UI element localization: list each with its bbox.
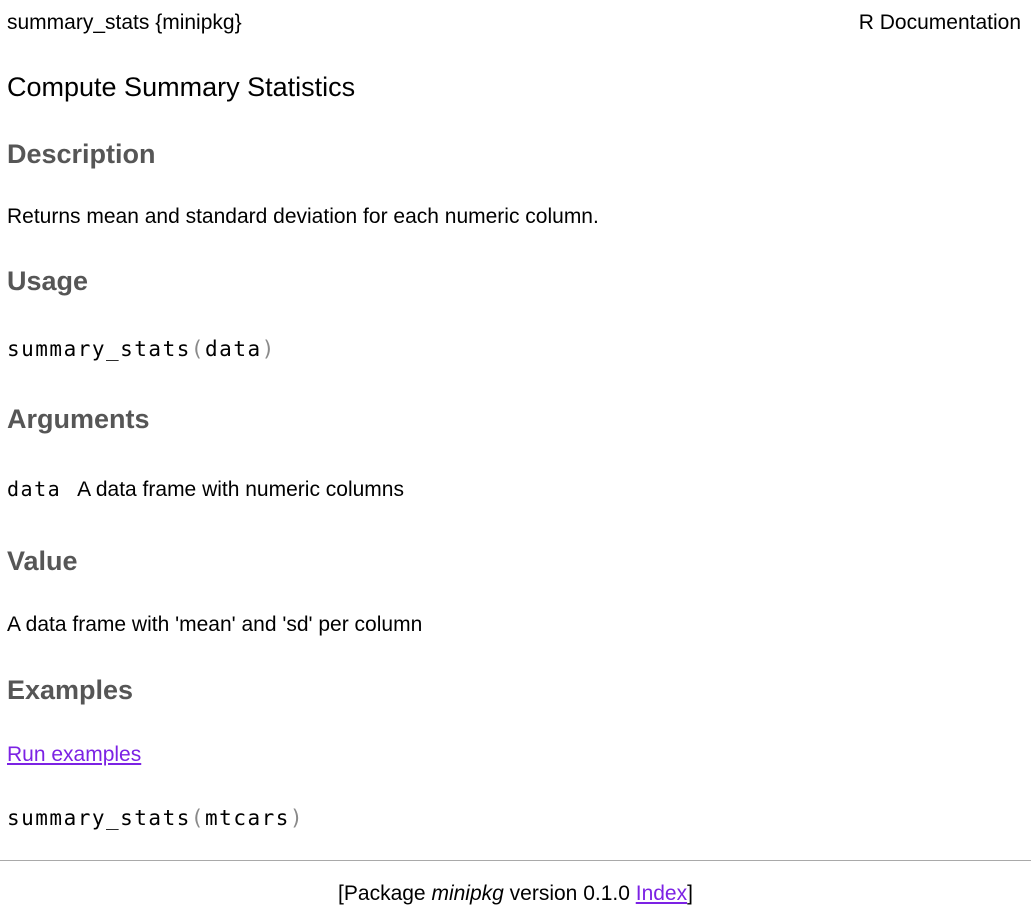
- arguments-heading: Arguments: [7, 404, 150, 434]
- footer-prefix: [Package: [338, 882, 432, 905]
- r-documentation-label: R Documentation: [858, 11, 1021, 34]
- usage-close-paren: ): [261, 337, 276, 361]
- help-page-content: summary_stats {minipkg} R Documentation …: [7, 11, 1021, 832]
- example-arg: mtcars: [205, 806, 290, 830]
- doc-header: summary_stats {minipkg} R Documentation: [7, 11, 1021, 35]
- footer-version-text: version 0.1.0: [503, 882, 636, 905]
- example-function-name: summary_stats: [7, 806, 191, 830]
- footer-divider: [0, 860, 1031, 861]
- argument-name: data: [7, 477, 62, 501]
- description-heading: Description: [7, 139, 156, 169]
- argument-description: A data frame with numeric columns: [77, 478, 404, 501]
- examples-heading: Examples: [7, 675, 134, 705]
- example-close-paren: ): [289, 806, 305, 830]
- usage-open-paren: (: [190, 337, 206, 361]
- footer-suffix: ]: [687, 882, 693, 905]
- value-heading: Value: [7, 546, 78, 576]
- topic-and-package-label: summary_stats {minipkg}: [7, 11, 242, 34]
- value-text: A data frame with 'mean' and 'sd' per co…: [7, 613, 423, 636]
- argument-row: data A data frame with numeric columns: [7, 477, 1021, 502]
- example-open-paren: (: [190, 806, 206, 830]
- examples-code-block: summary_stats(mtcars): [7, 804, 1021, 832]
- usage-arg: data: [205, 337, 262, 361]
- usage-heading: Usage: [7, 266, 89, 296]
- index-link[interactable]: Index: [635, 882, 688, 905]
- run-examples-link[interactable]: Run examples: [7, 743, 142, 766]
- package-footer: [Package minipkg version 0.1.0 Index]: [0, 881, 1031, 922]
- usage-code-block: summary_stats(data): [7, 335, 1021, 363]
- usage-function-name: summary_stats: [7, 337, 191, 361]
- footer-package-name: minipkg: [431, 882, 504, 905]
- page-title: Compute Summary Statistics: [7, 72, 356, 102]
- run-examples-line: Run examples: [7, 742, 1021, 767]
- description-text: Returns mean and standard deviation for …: [7, 205, 599, 228]
